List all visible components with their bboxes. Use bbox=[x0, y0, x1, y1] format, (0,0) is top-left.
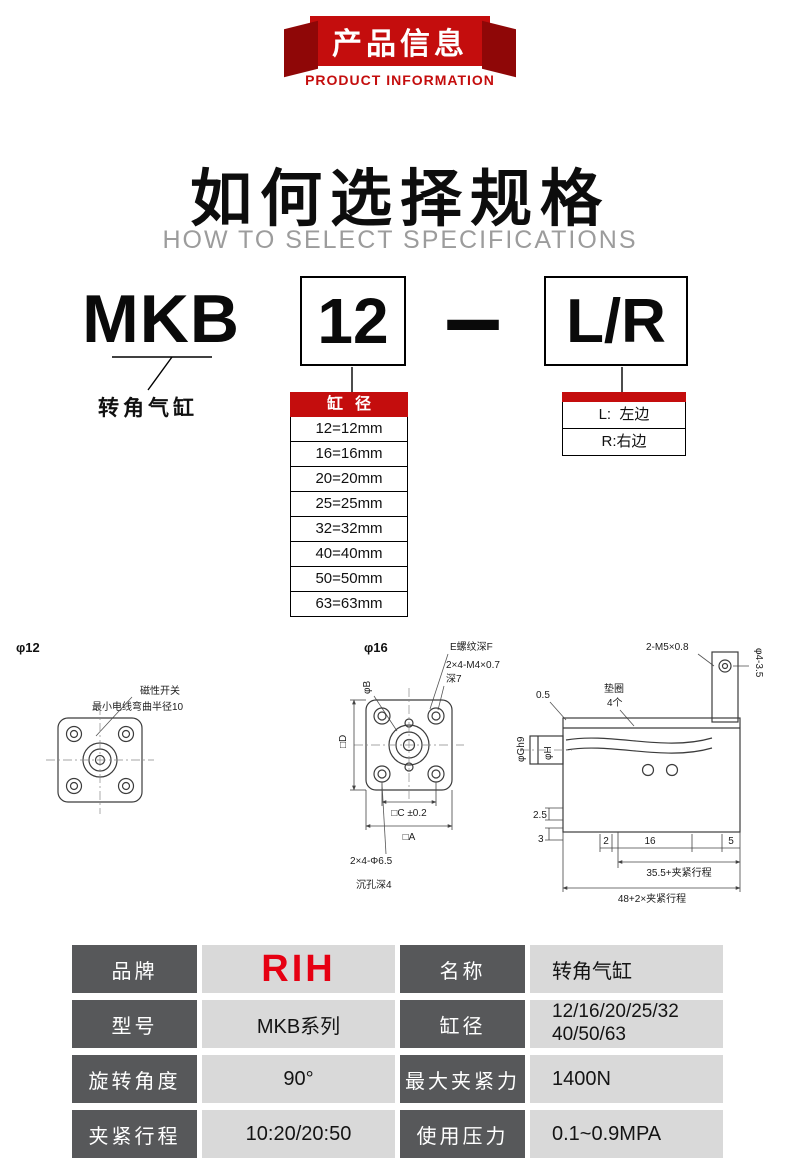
spec-header-bore: 缸径 bbox=[400, 1000, 525, 1048]
thread-depth-label: E螺纹深F bbox=[450, 640, 493, 653]
spec-value-brand: RIH bbox=[202, 945, 395, 993]
wire-radius-label: 最小电线弯曲半径10 bbox=[92, 700, 184, 713]
square-c-label: □C ±0.2 bbox=[391, 808, 427, 819]
spec-header-clamp-stroke: 夹紧行程 bbox=[72, 1110, 197, 1158]
banner-title: 产品信息 bbox=[332, 28, 468, 61]
spec-value-rotation: 90° bbox=[202, 1055, 395, 1103]
bore-option: 63=63mm bbox=[290, 592, 408, 617]
side-table-header-bar bbox=[562, 392, 686, 402]
phi-h-label: φH bbox=[543, 746, 554, 760]
spec-header-name: 名称 bbox=[400, 945, 525, 993]
spec-value-clamp-stroke: 10:20/20:50 bbox=[202, 1110, 395, 1158]
magnetic-switch-label: 磁性开关 bbox=[140, 684, 180, 697]
m4-holes-label: 2×4-M4×0.7 bbox=[446, 660, 500, 671]
counterbore-hole-label: 2×4-Φ6.5 bbox=[350, 856, 393, 867]
dim-2: 2 bbox=[603, 836, 609, 847]
bore-option: 32=32mm bbox=[290, 517, 408, 542]
model-dash: – bbox=[444, 259, 502, 376]
dim-stroke2: 48+2×夹紧行程 bbox=[618, 892, 686, 905]
dim-16: 16 bbox=[644, 836, 656, 847]
dim-stroke1: 35.5+夹紧行程 bbox=[646, 866, 711, 879]
square-d-label: □D bbox=[338, 735, 349, 748]
gap-label: 0.5 bbox=[536, 690, 550, 701]
dim-3: 3 bbox=[538, 834, 544, 845]
drawing-phi16: φ16 φB E螺纹深F 2×4-M4×0.7 深7 □D □C ±0.2 bbox=[338, 640, 500, 891]
m5-thread-label: 2-M5×0.8 bbox=[646, 642, 689, 653]
spec-value-model: MKB系列 bbox=[202, 1000, 395, 1048]
spec-table: 品牌 RIH 名称 转角气缸 型号 MKB系列 缸径 12/16/20/25/3… bbox=[72, 945, 723, 1158]
bore-option: 16=16mm bbox=[290, 442, 408, 467]
spec-header-brand: 品牌 bbox=[72, 945, 197, 993]
bore-option: 50=50mm bbox=[290, 567, 408, 592]
banner-subtitle: PRODUCT INFORMATION bbox=[305, 72, 495, 88]
depth7-label: 深7 bbox=[446, 673, 462, 685]
bore-option: 40=40mm bbox=[290, 542, 408, 567]
counterbore-depth-label: 沉孔深4 bbox=[356, 878, 392, 891]
spec-header-clamp-force: 最大夹紧力 bbox=[400, 1055, 525, 1103]
spec-value-pressure: 0.1~0.9MPA bbox=[530, 1110, 723, 1158]
dim-5: 5 bbox=[728, 836, 734, 847]
side-option: R:右边 bbox=[562, 429, 686, 456]
pin-hole-label: φ4-3.5 bbox=[753, 648, 764, 678]
drawing-phi12-title: φ12 bbox=[16, 640, 40, 655]
model-bore-box: 12 bbox=[300, 276, 406, 366]
section-title: 如何选择规格 bbox=[189, 165, 610, 234]
spec-header-pressure: 使用压力 bbox=[400, 1110, 525, 1158]
side-option: L: 左边 bbox=[562, 402, 686, 429]
bore-table-header: 缸径 bbox=[290, 392, 408, 417]
model-prefix-label: 转角气缸 bbox=[98, 397, 198, 420]
model-connector-lines bbox=[112, 356, 623, 392]
spec-value-bore: 12/16/20/25/32 40/50/63 bbox=[530, 1000, 723, 1048]
bore-option: 25=25mm bbox=[290, 492, 408, 517]
drawing-phi12: φ12 磁性开关 最小电线弯曲半径10 bbox=[16, 640, 184, 814]
phi-g-label: φGh9 bbox=[516, 736, 527, 762]
washer-label: 垫圈 bbox=[604, 682, 624, 695]
spec-value-clamp-force: 1400N bbox=[530, 1055, 723, 1103]
model-prefix: MKB bbox=[82, 281, 240, 357]
drawing-side-view: 2-M5×0.8 φ4-3.5 垫圈 4个 0.5 φGh9 φH bbox=[516, 642, 764, 905]
square-a-label: □A bbox=[403, 832, 416, 843]
spec-header-model: 型号 bbox=[72, 1000, 197, 1048]
spec-value-name: 转角气缸 bbox=[530, 945, 723, 993]
spec-header-rotation: 旋转角度 bbox=[72, 1055, 197, 1103]
drawing-phi16-title: φ16 bbox=[364, 640, 388, 655]
dim-2-5: 2.5 bbox=[533, 810, 547, 821]
model-side-box: L/R bbox=[544, 276, 688, 366]
bore-option: 12=12mm bbox=[290, 417, 408, 442]
side-table: L: 左边 R:右边 bbox=[562, 392, 686, 456]
bore-option: 20=20mm bbox=[290, 467, 408, 492]
technical-drawings: φ12 磁性开关 最小电线弯曲半径10 φ16 φB E螺纹深F 2×4-M4×… bbox=[16, 640, 764, 905]
bore-table: 缸径 12=12mm 16=16mm 20=20mm 25=25mm 32=32… bbox=[290, 392, 408, 617]
washer-qty-label: 4个 bbox=[607, 697, 623, 709]
product-info-ribbon: 产品信息 bbox=[310, 16, 490, 66]
section-subtitle: HOW TO SELECT SPECIFICATIONS bbox=[162, 226, 638, 254]
phi-b-label: φB bbox=[362, 681, 373, 694]
